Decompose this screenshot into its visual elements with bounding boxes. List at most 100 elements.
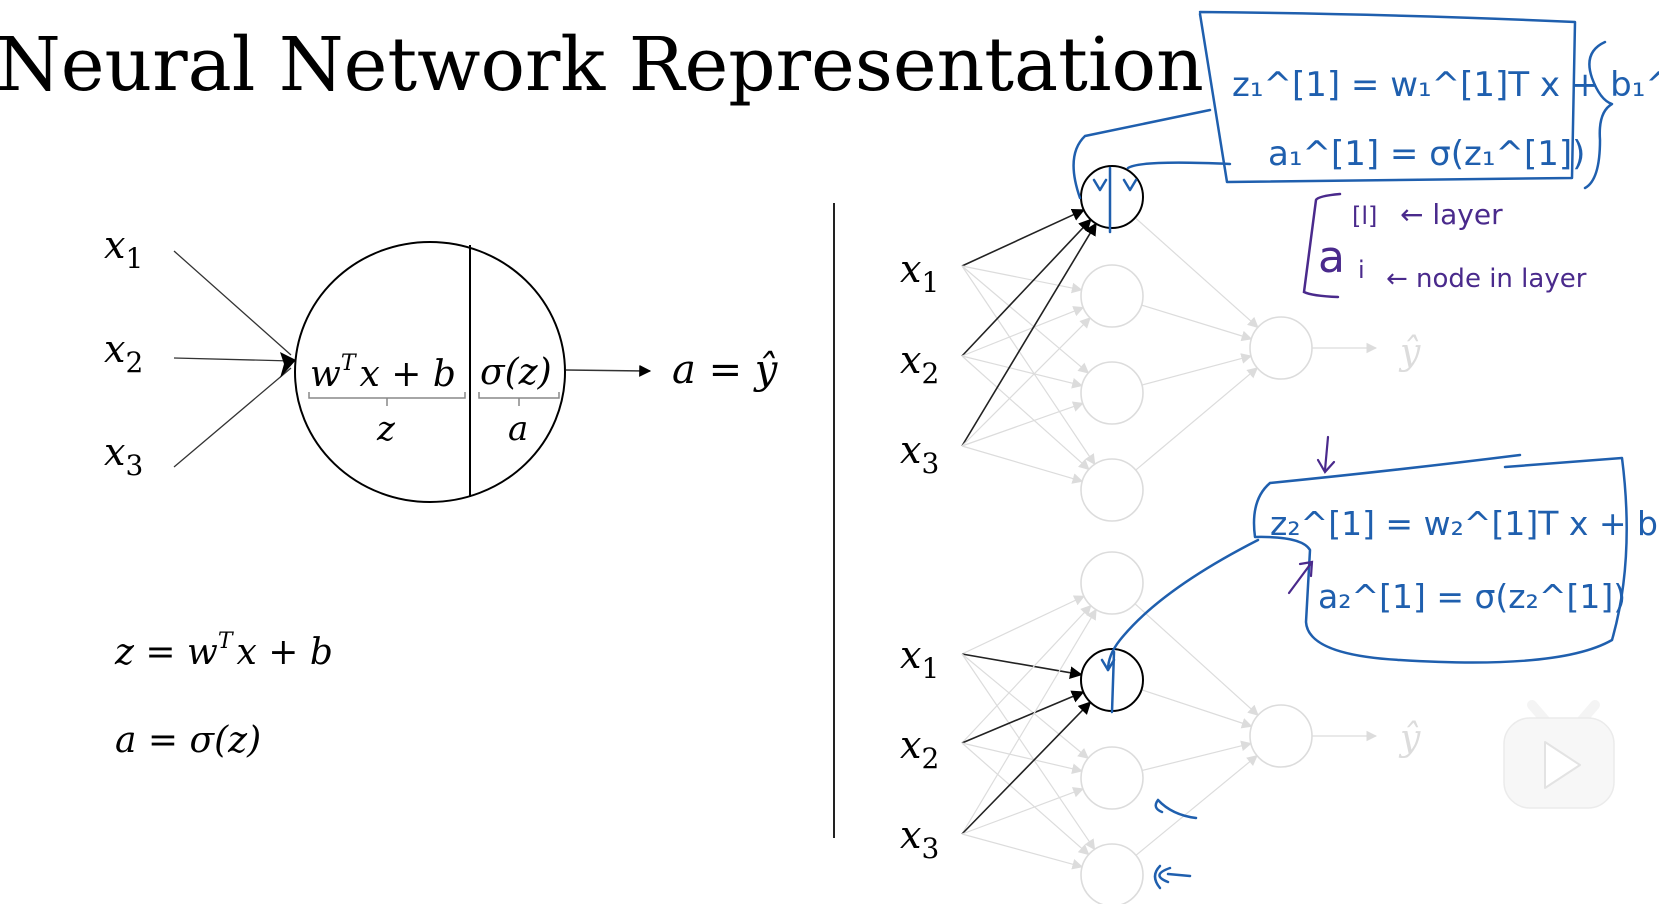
hidden-node (1080, 551, 1144, 615)
annotation-node1 (1072, 10, 1614, 234)
faded-edge (961, 265, 1090, 374)
input-edge-x1 (173, 250, 292, 356)
input-edge-x3 (173, 367, 292, 468)
net-top-input-x2: x2 (900, 338, 939, 390)
hidden-node (1080, 746, 1144, 810)
purple-down-arrow (1316, 435, 1336, 474)
faded-edge (961, 608, 1097, 835)
active-edge (961, 222, 1097, 447)
output-node (1249, 704, 1313, 768)
node2-equation-z: z₂^[1] = w₂^[1]T x + b₂^[1] (1270, 504, 1659, 543)
net-bottom-input-x2: x2 (900, 723, 939, 775)
hidden-output-edge (1141, 740, 1252, 772)
notation-layer-note: ← layer (1400, 198, 1503, 231)
activation-label-a: a (508, 409, 528, 449)
node1-connector-top (1072, 108, 1212, 200)
faded-edge (961, 604, 1092, 744)
node2-handdrawn-divider (1110, 650, 1116, 714)
faded-edge (961, 653, 1096, 851)
net-bottom-input-x1: x1 (900, 633, 939, 685)
net-bottom-input-x3: x3 (900, 813, 939, 865)
faded-edge (961, 742, 1090, 856)
notation-superscript: [l] (1352, 202, 1377, 230)
node1-equation-a: a₁^[1] = σ(z₁^[1]) (1268, 134, 1585, 174)
faded-edge (961, 653, 1089, 759)
node2-box-outline (1252, 453, 1628, 664)
hidden-output-edge (1141, 353, 1253, 386)
node1-handdrawn-arrows (1092, 178, 1138, 192)
active-edge (961, 701, 1092, 835)
active-edge (961, 208, 1085, 267)
network-diagram-top (961, 165, 1378, 522)
network-diagram-bottom (961, 551, 1378, 904)
highlighted-hidden-node (1080, 165, 1144, 229)
faded-edge (961, 787, 1084, 835)
linear-brace (308, 392, 466, 406)
neuron-circle (294, 241, 566, 503)
faded-edge (961, 355, 1083, 389)
net-bottom-output-label: ŷ (1398, 718, 1421, 759)
hidden-node (1080, 458, 1144, 522)
active-edge (961, 653, 1083, 680)
faded-edge (961, 595, 1085, 655)
node1-box-outline (1198, 10, 1577, 184)
node2-connector (1106, 538, 1260, 672)
input-label-x1: x1 (104, 223, 143, 275)
faded-edge (961, 355, 1090, 471)
faded-edge (961, 265, 1096, 466)
hidden-output-edge (1135, 755, 1258, 856)
faded-edge (961, 306, 1085, 357)
notation-subscript: i (1358, 256, 1365, 284)
hidden-output-edge (1141, 689, 1253, 729)
faded-edge (961, 317, 1091, 447)
annotation-notation: a [l] i ← layer ← node in layer (1302, 192, 1587, 299)
node3-pointer-arrow (1154, 798, 1198, 820)
equation-a: a = σ(z) (115, 720, 261, 761)
faded-edge (961, 445, 1084, 484)
faded-edge (961, 833, 1084, 870)
input-label-x2: x2 (104, 327, 143, 379)
net-top-input-x1: x1 (900, 247, 939, 299)
output-edge (565, 364, 652, 377)
notation-bracket (1302, 192, 1342, 299)
hidden-output-edge (1135, 367, 1259, 471)
notation-node-note: ← node in layer (1386, 264, 1587, 294)
faded-edge (961, 265, 1083, 294)
output-label: a = ŷ (672, 347, 779, 393)
faded-edge (961, 742, 1083, 775)
hidden-output-edge (1134, 603, 1259, 716)
linear-label-z: z (376, 409, 396, 449)
active-edge (961, 218, 1092, 357)
hidden-node (1080, 264, 1144, 328)
node1-equation-z: z₁^[1] = w₁^[1]T x + b₁^[1] (1232, 65, 1659, 105)
input-arrowhead (280, 352, 296, 378)
net-top-output-label: ŷ (1398, 332, 1421, 373)
purple-up-arrow (1287, 560, 1314, 595)
net-top-input-x3: x3 (900, 428, 939, 480)
hidden-node (1080, 843, 1144, 904)
slide-title: Neural Network Representation (0, 22, 1204, 108)
activation-expression: σ(z) (480, 352, 552, 393)
notation-symbol: a (1318, 232, 1345, 283)
hidden-output-edge (1141, 304, 1253, 342)
input-label-x3: x3 (104, 430, 143, 482)
activation-brace (478, 392, 560, 406)
hidden-output-edge (1134, 217, 1259, 329)
input-edge-x2 (173, 357, 293, 362)
node1-right-brace (1583, 40, 1614, 190)
faded-edge (961, 401, 1084, 447)
output-node (1249, 316, 1313, 380)
active-edge (961, 690, 1085, 744)
node1-connector-bottom (1126, 161, 1232, 170)
hidden-node (1080, 361, 1144, 425)
node4-pointer-arrow (1153, 864, 1192, 890)
annotation-node2-purple-arrows (1287, 435, 1336, 595)
node2-connector-arrow (1100, 658, 1116, 672)
node2-equation-a: a₂^[1] = σ(z₂^[1]) (1318, 577, 1626, 616)
